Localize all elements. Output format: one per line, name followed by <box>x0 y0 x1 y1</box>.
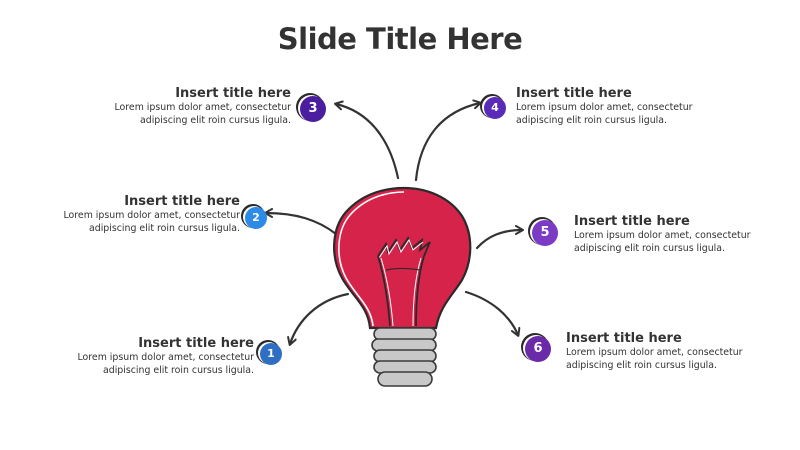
step-badge-5: 5 <box>532 220 558 246</box>
step-5-desc-line1: Lorem ipsum dolor amet, consectetur <box>574 230 751 241</box>
step-2-desc-line2: adipiscing elit roin cursus ligula. <box>89 223 240 234</box>
bulb-base <box>371 327 437 387</box>
arrow-to-6 <box>464 290 521 337</box>
step-6-desc-line2: adipiscing elit roin cursus ligula. <box>566 360 717 371</box>
step-2-title: Insert title here <box>124 194 240 209</box>
connector-arrows <box>264 99 524 346</box>
step-3-text: Insert title here Lorem ipsum dolor amet… <box>51 86 291 127</box>
step-5-desc-line2: adipiscing elit roin cursus ligula. <box>574 243 725 254</box>
step-1-desc-line2: adipiscing elit roin cursus ligula. <box>103 365 254 376</box>
step-6-title: Insert title here <box>566 331 682 346</box>
step-badge-3: 3 <box>300 96 326 122</box>
step-5-title: Insert title here <box>574 214 690 229</box>
step-3-title: Insert title here <box>175 86 291 101</box>
step-5-text: Insert title here Lorem ipsum dolor amet… <box>574 214 800 255</box>
step-1-desc-line1: Lorem ipsum dolor amet, consectetur <box>77 352 254 363</box>
bulb-icon <box>333 186 472 387</box>
step-6-text: Insert title here Lorem ipsum dolor amet… <box>566 331 800 372</box>
step-2-text: Insert title here Lorem ipsum dolor amet… <box>0 194 240 235</box>
step-3-desc-line1: Lorem ipsum dolor amet, consectetur <box>114 102 291 113</box>
arrow-to-4 <box>414 99 482 182</box>
step-6-desc-line1: Lorem ipsum dolor amet, consectetur <box>566 347 743 358</box>
slide-title: Slide Title Here <box>277 22 523 56</box>
arrow-to-5 <box>475 225 524 250</box>
step-2-desc-line1: Lorem ipsum dolor amet, consectetur <box>63 210 240 221</box>
step-4-title: Insert title here <box>516 86 632 101</box>
step-badge-1: 1 <box>260 343 282 365</box>
arrow-to-1 <box>287 292 350 346</box>
arrow-to-3 <box>334 100 400 180</box>
step-badge-2: 2 <box>245 207 267 229</box>
step-1-text: Insert title here Lorem ipsum dolor amet… <box>14 336 254 377</box>
step-4-desc-line1: Lorem ipsum dolor amet, consectetur <box>516 102 693 113</box>
step-1-title: Insert title here <box>138 336 254 351</box>
step-badge-4: 4 <box>484 97 506 119</box>
step-3-desc-line2: adipiscing elit roin cursus ligula. <box>140 115 291 126</box>
arrow-to-2 <box>264 208 338 236</box>
step-badge-6: 6 <box>525 336 551 362</box>
step-4-text: Insert title here Lorem ipsum dolor amet… <box>516 86 756 127</box>
step-4-desc-line2: adipiscing elit roin cursus ligula. <box>516 115 667 126</box>
